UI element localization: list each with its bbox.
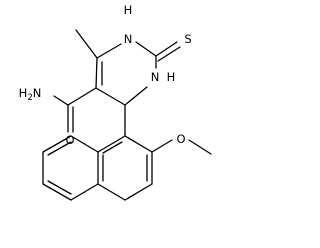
bond-c5-c6-a: [95, 57, 98, 89]
bond-c4-c5: [95, 87, 126, 106]
bond-c6-c5naph-inner: [47, 180, 72, 195]
bond-camide-nh2: [53, 95, 69, 106]
bond-n3-c4: [124, 86, 148, 106]
bond-c5-camide: [67, 87, 97, 106]
carboxamide-group: [53, 87, 97, 133]
bond-c1-c2naph: [124, 135, 153, 153]
bond-n1-c2: [135, 41, 157, 57]
chemical-structure: H N S N H H2N O O: [19, 3, 212, 201]
bond-c6-n1: [96, 43, 122, 59]
bond-c1-c8a-inner: [102, 141, 123, 154]
atom-h-n1: H: [124, 3, 133, 17]
atom-n3: N: [151, 70, 160, 84]
bond-c8-c7naph: [42, 135, 72, 153]
bond-c8a-c1naph: [97, 135, 126, 153]
atom-o-methoxy: O: [176, 132, 185, 146]
pyrimidine-ring: [75, 29, 181, 106]
atom-n1: N: [124, 32, 133, 46]
atom-h-n3: H: [167, 70, 176, 84]
bond-c2naph-omethoxy: [151, 139, 173, 153]
atom-o-amide: O: [65, 133, 74, 147]
bond-c2-s-a: [155, 41, 178, 57]
bond-c4-c4anaph: [97, 183, 126, 201]
bond-omethoxy-ch3: [188, 139, 212, 155]
bond-c3-c4naph: [124, 183, 153, 201]
bond-c2-s-b: [157, 46, 181, 62]
naphthalene-ring: [42, 104, 212, 201]
bond-c8-c7naph-inner: [47, 141, 72, 156]
bond-c6-c5naph: [42, 183, 72, 201]
atom-labels: H N S N H H2N O O: [19, 3, 192, 147]
atom-nh2: H2N: [19, 86, 42, 103]
bond-ch3-c6: [75, 29, 98, 59]
bond-c8a-c8naph: [70, 135, 99, 153]
bond-c5-c4anaph: [70, 183, 99, 201]
atom-s: S: [184, 32, 191, 46]
